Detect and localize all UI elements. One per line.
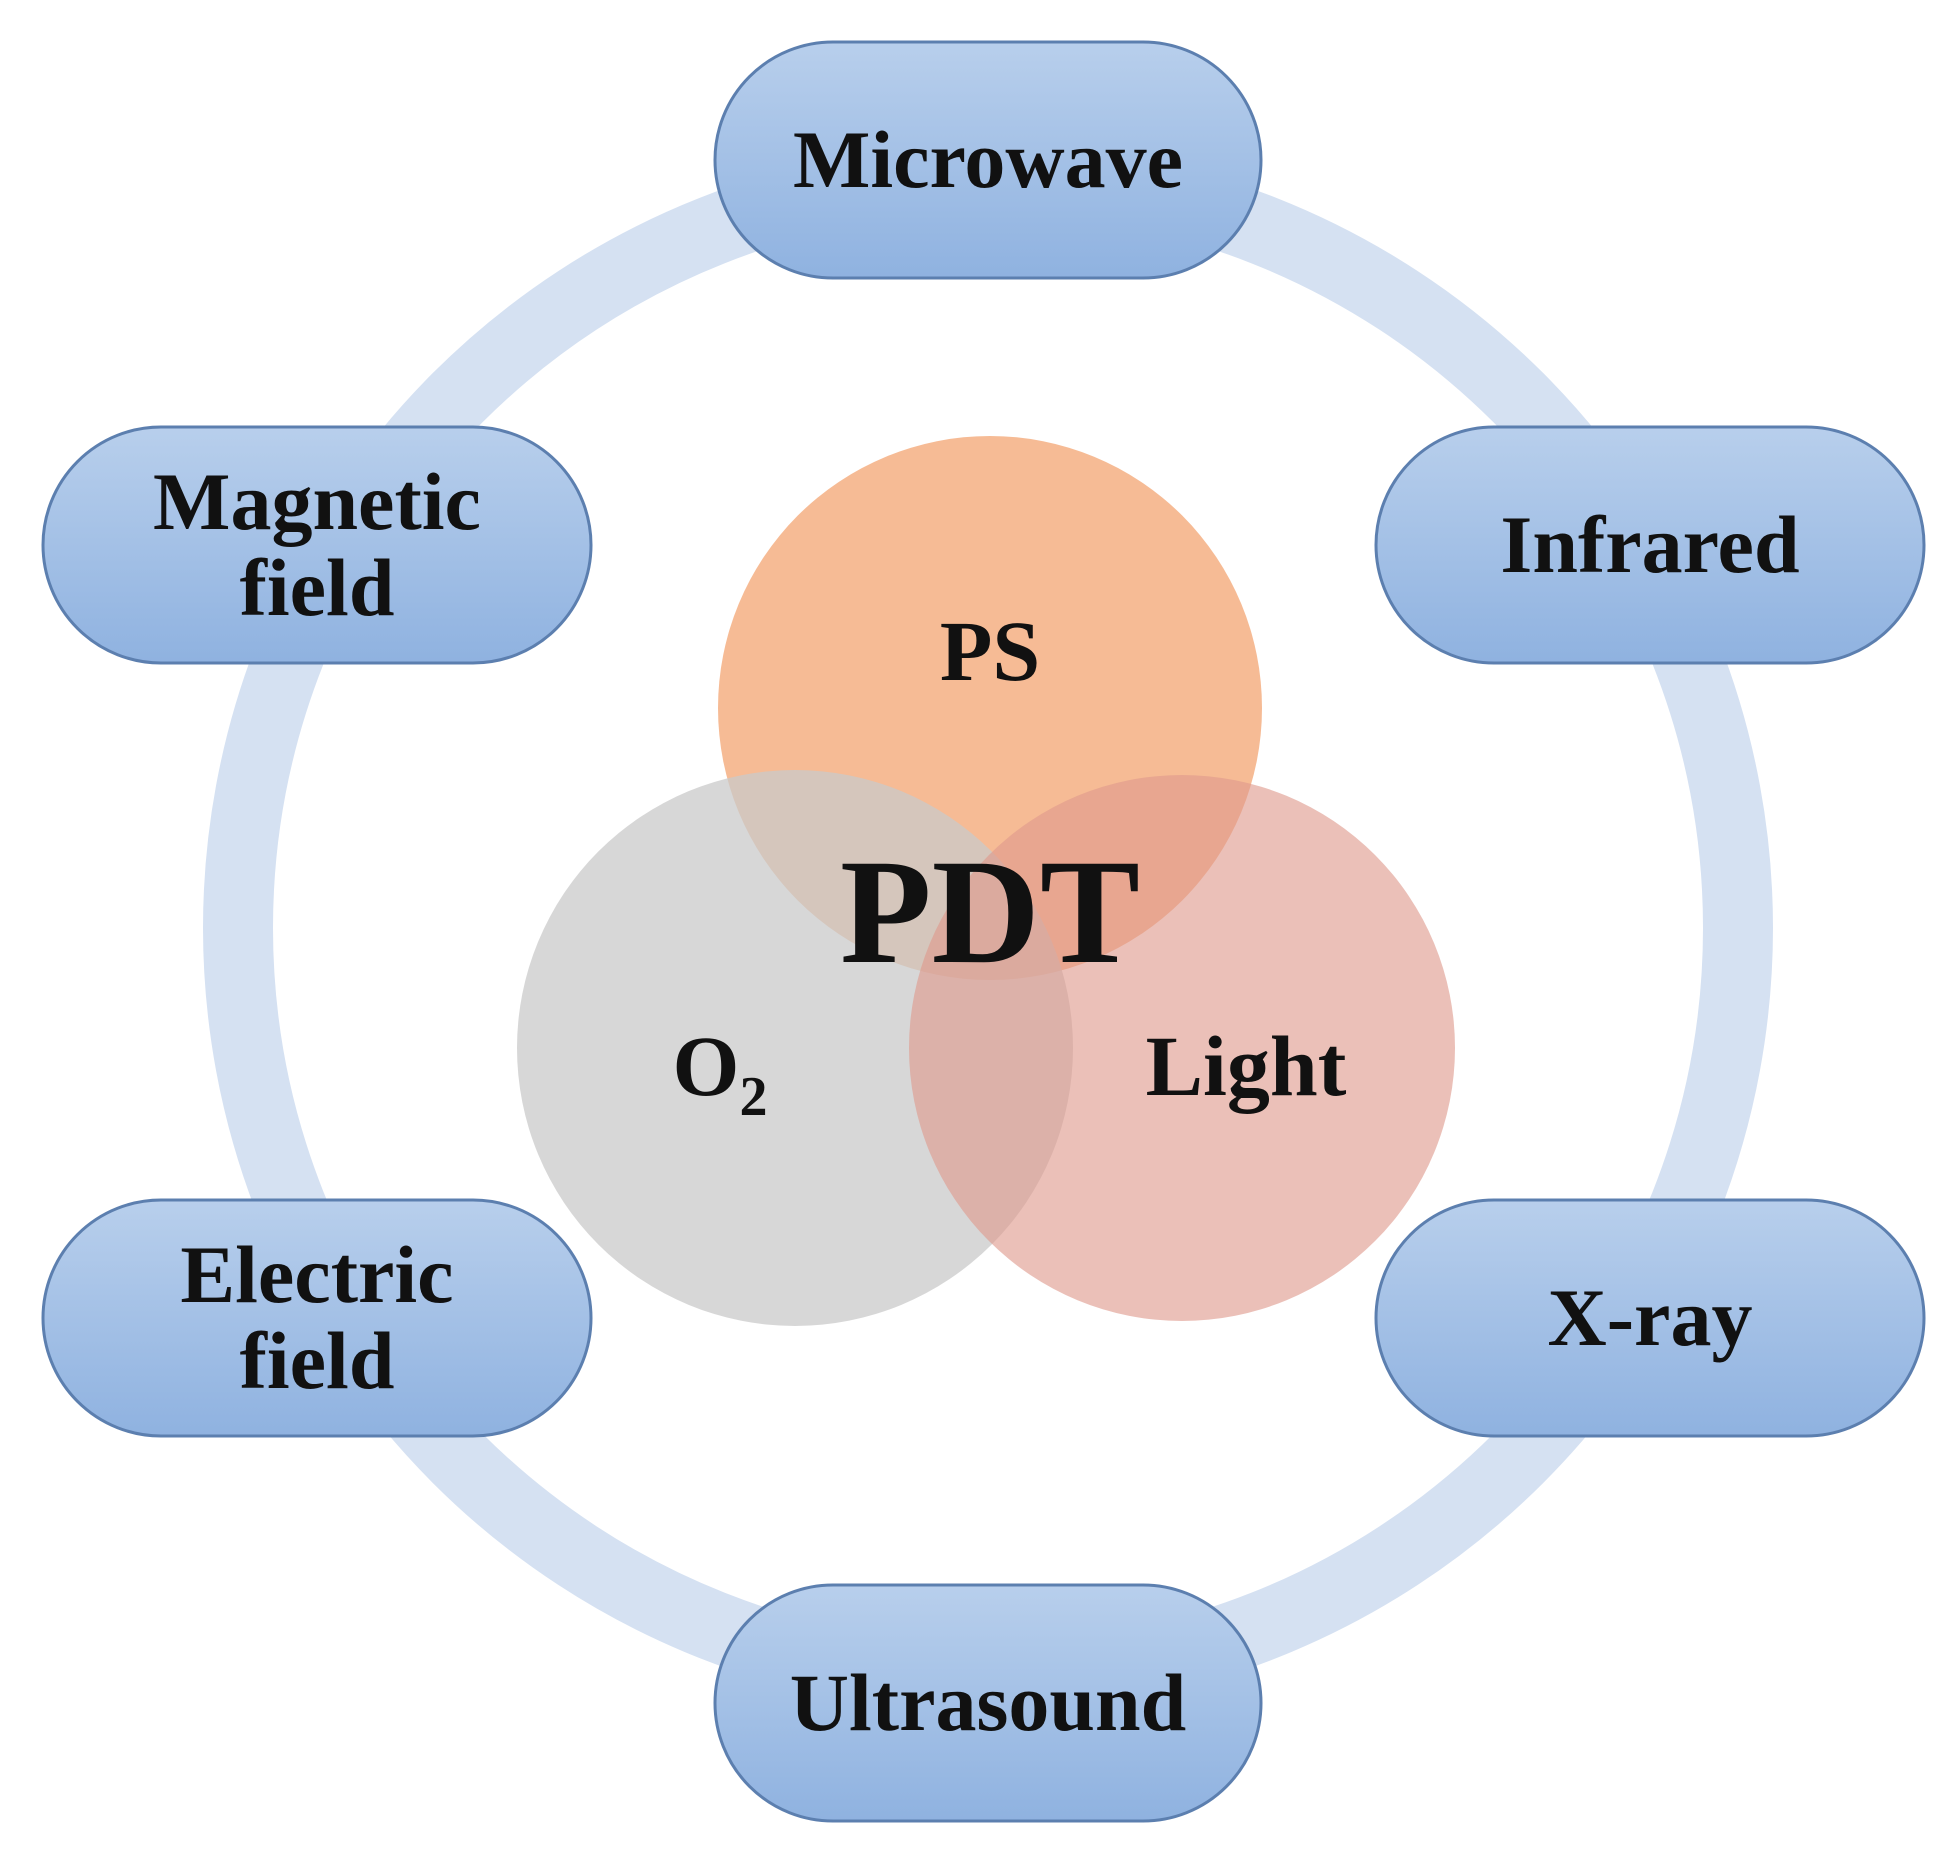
stimulus-pill-x-ray xyxy=(1374,1198,1926,1438)
stimulus-pill-infrared xyxy=(1374,425,1926,665)
stimulus-label-magnetic-field-line-1: Magnetic xyxy=(153,456,481,547)
stimulus-label-infrared: Infrared xyxy=(1500,499,1799,590)
stimulus-pill-electric-field xyxy=(41,1198,593,1438)
stimulus-infrared: Infrared xyxy=(1374,425,1926,665)
o2-label: O2 xyxy=(673,1018,768,1128)
stimulus-label-electric-field-line-1: Electric xyxy=(180,1229,453,1320)
stimulus-ultrasound: Ultrasound xyxy=(713,1583,1263,1823)
stimulus-label-magnetic-field-line-2: field xyxy=(240,542,395,633)
stimulus-label-ultrasound: Ultrasound xyxy=(790,1657,1186,1748)
stimulus-label-x-ray: X-ray xyxy=(1548,1272,1753,1363)
stimulus-pill-magnetic-field xyxy=(41,425,593,665)
venn-diagram: PS O2 Light PDT xyxy=(517,436,1455,1326)
stimulus-x-ray: X-ray xyxy=(1374,1198,1926,1438)
stimulus-label-electric-field-line-2: field xyxy=(240,1315,395,1406)
stimulus-pill-ultrasound xyxy=(713,1583,1263,1823)
o2-label-main: O xyxy=(673,1018,740,1114)
stimulus-label-microwave: Microwave xyxy=(793,114,1183,205)
o2-label-subscript: 2 xyxy=(739,1066,767,1128)
stimulus-pill-microwave xyxy=(713,40,1263,280)
o2-circle xyxy=(517,770,1073,1326)
stimulus-microwave: Microwave xyxy=(713,40,1263,280)
pdt-center-label: PDT xyxy=(840,829,1140,995)
light-circle xyxy=(909,775,1455,1321)
light-label: Light xyxy=(1146,1018,1347,1114)
ps-label: PS xyxy=(940,603,1040,699)
